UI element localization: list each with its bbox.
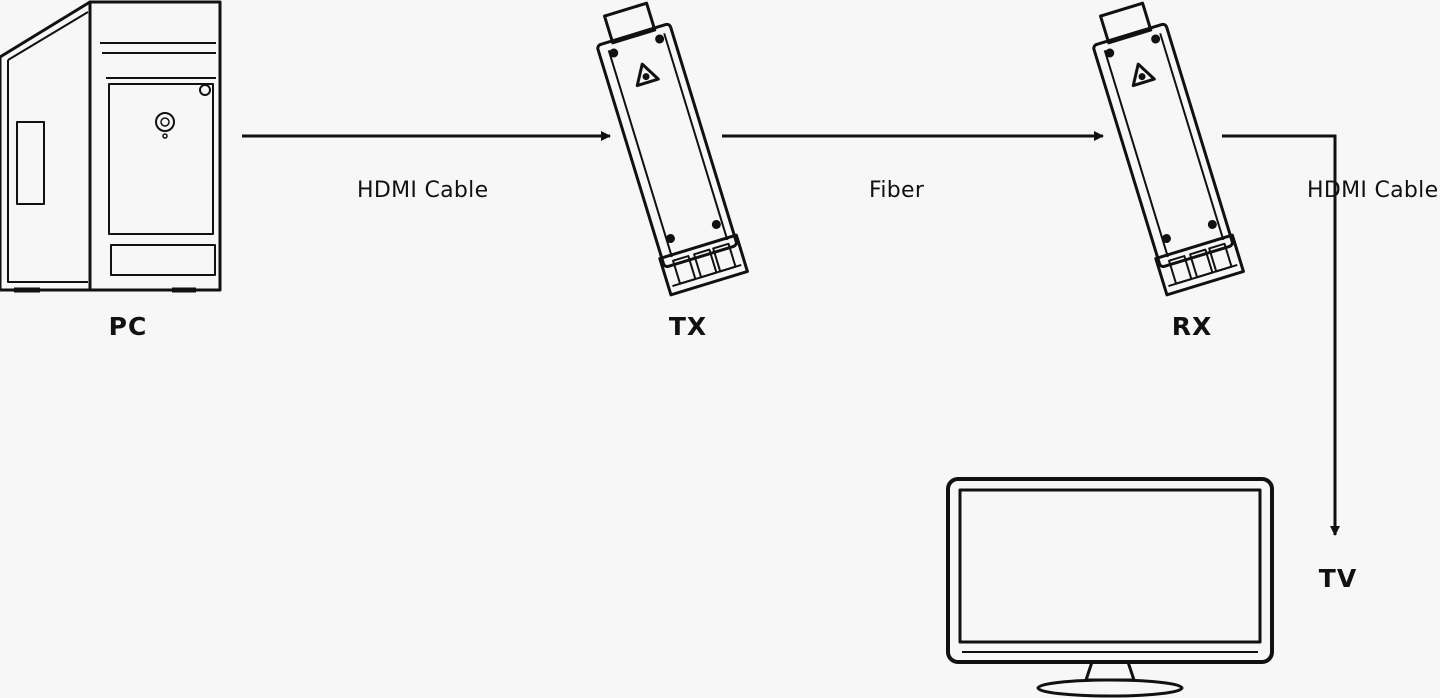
rx-to-tv-label: HDMI Cable <box>1307 178 1439 203</box>
tx-to-rx-label: Fiber <box>869 178 925 203</box>
tv-label: TV <box>1318 564 1358 593</box>
tx-transceiver-icon <box>596 1 749 297</box>
rx-label: RX <box>1171 312 1213 341</box>
tx-label: TX <box>668 312 708 341</box>
pc-to-tx-label: HDMI Cable <box>357 178 489 203</box>
rx-transceiver-icon <box>1092 1 1245 297</box>
pc-tower-icon <box>0 0 222 293</box>
rx-to-tv-arrow <box>1222 134 1340 536</box>
tv-icon <box>946 477 1274 698</box>
pc-label: PC <box>108 312 148 341</box>
